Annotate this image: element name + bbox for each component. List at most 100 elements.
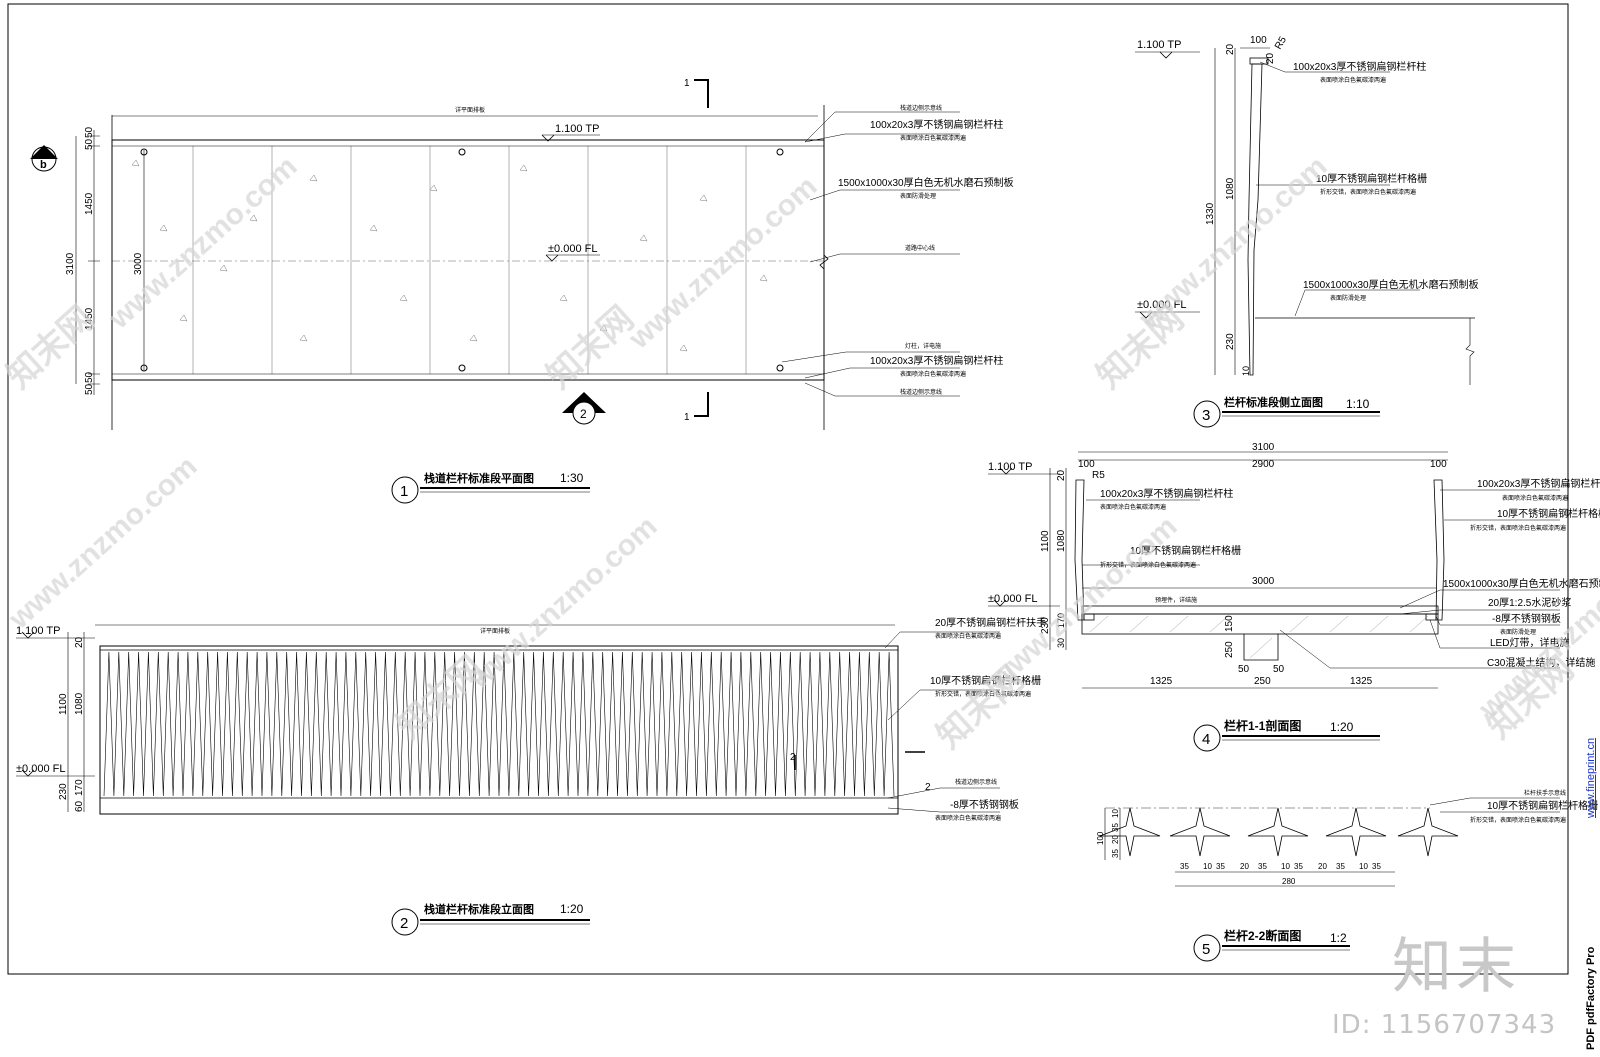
elev-fl: ±0.000 FL: [16, 763, 65, 775]
sec22-profile-5: [1397, 807, 1459, 857]
sec22-note-2b: 折形交错，表面喷涂白色氟碳漆两遍: [1470, 816, 1566, 824]
sec11-note-r2b: 折形交错，表面喷涂白色氟碳漆两遍: [1470, 524, 1566, 532]
sec22-title-number: 5: [1202, 941, 1210, 958]
side-note-1b: 表面喷涂白色氟碳漆两遍: [1320, 76, 1386, 84]
side-dim-230: 230: [1225, 333, 1236, 350]
plan-posts: [140, 148, 784, 372]
sec11-dim-2900: 2900: [1252, 459, 1275, 470]
plan-note-5: 灯柱，详电施: [905, 342, 941, 350]
sec22-b0: 35: [1180, 862, 1189, 871]
callout-2-bubble: [572, 401, 596, 425]
plan-note-6b: 表面喷涂白色氟碳漆两遍: [900, 370, 966, 378]
plan-dim-3000: 3000: [133, 252, 144, 275]
side-dim-r5: R5: [1273, 35, 1289, 52]
sec11-elev-fl: ±0.000 FL: [988, 593, 1037, 605]
sec11-dim-170: 170: [1056, 613, 1066, 628]
sec11-dim-50b: 50: [1273, 664, 1285, 675]
side-dim-1080: 1080: [1225, 177, 1236, 200]
plan-terrazzo-pattern: [131, 159, 768, 352]
elev-note-1: 20厚不锈钢扁钢栏杆扶手: [935, 616, 1046, 629]
plan-deck: [111, 139, 825, 381]
section-2-2-view: 100 10 35 20 35 35 10 35 20 35 10 35 20 …: [1096, 789, 1598, 962]
sec11-dim-230: 230: [1040, 617, 1051, 634]
plan-top-label: 详平面排板: [455, 106, 485, 114]
elev-title: 栈道栏杆标准段立面图: [424, 902, 534, 916]
side-dim-20: 20: [1225, 43, 1236, 55]
watermark-layer: www.znzmo.com www.znzmo.com www.znzmo.co…: [2, 150, 1600, 726]
sec22-b6: 35: [1294, 862, 1303, 871]
plan-dim-50a: 50: [84, 126, 95, 138]
elev-dim-20: 20: [74, 636, 85, 648]
plan-dim-1450b: 1450: [84, 307, 95, 330]
sec22-title: 栏杆2-2断面图: [1224, 928, 1301, 943]
elev-title-bubble: [391, 908, 419, 936]
sec11-title-number: 4: [1202, 731, 1210, 748]
side-scale: 1:10: [1346, 397, 1370, 411]
sec11-note-l1: 100x20x3厚不锈钢扁钢栏杆柱: [1100, 487, 1233, 500]
watermark-cn-5: 知末网: [930, 659, 1031, 755]
plan-dim-1450a: 1450: [84, 192, 95, 215]
elev-scale: 1:20: [560, 902, 584, 916]
elev-dim-60: 60: [74, 800, 85, 812]
sec11-dim-3000: 3000: [1252, 576, 1275, 587]
elev-tp: 1.100 TP: [16, 625, 60, 637]
sec11-dim-3100: 3100: [1252, 442, 1275, 453]
elev-top-label: 详平面排板: [480, 627, 510, 635]
side-elev-tp: 1.100 TP: [1137, 39, 1181, 51]
side-dim-10: 10: [1241, 366, 1251, 376]
fineprint-link[interactable]: www.fineprint.cn: [1585, 737, 1597, 818]
section-1-top: 1: [684, 78, 690, 89]
section-2-right: 2: [925, 782, 931, 793]
sec11-dim-100a: 100: [1078, 459, 1095, 470]
sec22-b4: 35: [1258, 862, 1267, 871]
elev-dim-230: 230: [58, 783, 69, 800]
sec11-note-l1b: 表面喷涂白色氟碳漆两遍: [1100, 503, 1166, 511]
plan-note-2b: 表面喷涂白色氟碳漆两遍: [900, 134, 966, 142]
side-note-1: 100x20x3厚不锈钢扁钢栏杆柱: [1293, 60, 1426, 73]
sec11-dim-50a: 50: [1238, 664, 1250, 675]
section-2-left: 2: [790, 752, 796, 763]
sec11-note-r5b: 表面防滑处理: [1500, 628, 1536, 636]
side-dim-100: 100: [1250, 35, 1267, 46]
sec22-b10: 35: [1372, 862, 1381, 871]
sec22-profile-3: [1247, 807, 1309, 857]
sec22-b2: 35: [1216, 862, 1225, 871]
sec11-note-r2: 10厚不锈钢扁钢栏杆格栅: [1497, 507, 1600, 520]
sec22-b5: 10: [1281, 862, 1290, 871]
sec11-r5: R5: [1092, 470, 1105, 481]
plan-note-3b: 表面防滑处理: [900, 192, 936, 200]
sec11-beam: [1243, 634, 1279, 661]
sec11-title-bubble: [1193, 724, 1221, 752]
sec22-note-2: 10厚不锈钢扁钢栏杆格栅: [1487, 799, 1598, 812]
sec22-dim-35a: 35: [1111, 823, 1120, 832]
watermark-cn-layer: 知末网 知末网 知末网 知末网 知末网 知末网: [0, 299, 1581, 755]
sec22-dim-100: 100: [1096, 831, 1105, 845]
side-dim-20b: 20: [1265, 52, 1276, 64]
sec22-profile-2: [1169, 807, 1231, 857]
sec22-b3: 20: [1240, 862, 1249, 871]
sec22-note-1: 栏杆扶手示意线: [1524, 789, 1566, 797]
elev-dim-170: 170: [74, 779, 85, 796]
elev-grille-zigzag: [103, 651, 895, 797]
elev-note-1b: 表面喷涂白色氟碳漆两遍: [935, 632, 1001, 640]
side-note-2: 10厚不锈钢扁钢栏杆格栅: [1316, 172, 1427, 185]
sec22-dim-10: 10: [1111, 809, 1120, 818]
sec11-scale: 1:20: [1330, 720, 1354, 734]
sec11-dim-150: 150: [1224, 615, 1235, 632]
sec11-dim-1080: 1080: [1056, 529, 1067, 552]
sec11-note-l2b: 折形交错，表面喷涂白色氟碳漆两遍: [1100, 561, 1196, 569]
sec22-b8: 35: [1336, 862, 1345, 871]
side-title-number: 3: [1202, 407, 1210, 424]
plan-slab-joints: [192, 146, 747, 374]
section-1-1-view: 3100 100 2900 100 1.100 TP ±0.000 FL 20 …: [988, 442, 1600, 752]
elev-title-number: 2: [400, 915, 408, 932]
plan-dim-50b: 50: [84, 138, 95, 150]
axis-b-label: b: [40, 159, 47, 171]
sec22-profiles: [1099, 807, 1459, 857]
plan-note-7: 栈道边侧示意线: [900, 388, 942, 396]
sec11-dim-30: 30: [1056, 638, 1066, 648]
sec11-dim-1325a: 1325: [1150, 676, 1173, 687]
sec11-note-r7: C30混凝土结构，详结施: [1487, 656, 1595, 669]
plan-note-6: 100x20x3厚不锈钢扁钢栏杆柱: [870, 354, 1003, 367]
